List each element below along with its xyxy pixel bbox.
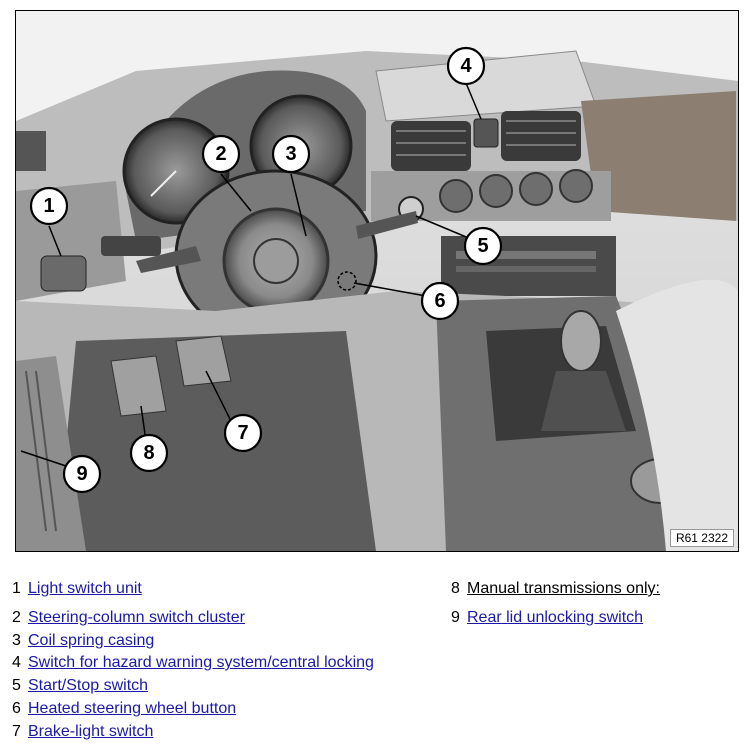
manual-transmissions-note: Manual transmissions only: <box>467 580 660 597</box>
link-rear-lid-unlocking-switch[interactable]: Rear lid unlocking switch <box>467 609 644 626</box>
callout-4: 4 <box>446 46 486 86</box>
figure-id: R61 2322 <box>669 529 734 547</box>
svg-text:9: 9 <box>76 463 87 485</box>
callout-5: 5 <box>463 226 503 266</box>
link-light-switch-unit[interactable]: Light switch unit <box>28 580 142 597</box>
link-brake-light-switch[interactable]: Brake-light switch <box>28 723 154 740</box>
dashboard-figure: 1 2 3 4 5 6 7 8 9 R61 2322 <box>15 10 739 552</box>
link-start-stop-switch[interactable]: Start/Stop switch <box>28 677 149 694</box>
svg-text:7: 7 <box>237 422 248 444</box>
callout-1: 1 <box>29 186 69 226</box>
link-hazard-central-locking-switch[interactable]: Switch for hazard warning system/central… <box>28 654 374 671</box>
svg-text:6: 6 <box>434 290 445 312</box>
svg-text:3: 3 <box>285 143 296 165</box>
link-steering-column-switch-cluster[interactable]: Steering-column switch cluster <box>28 609 245 626</box>
dashboard-illustration: 1 2 3 4 5 6 7 8 9 <box>16 11 738 551</box>
svg-text:1: 1 <box>43 195 54 217</box>
link-heated-steering-wheel-button[interactable]: Heated steering wheel button <box>28 700 237 717</box>
callout-3: 3 <box>271 134 311 174</box>
callout-7: 7 <box>223 413 263 453</box>
callout-2: 2 <box>201 134 241 174</box>
callout-8: 8 <box>129 433 169 473</box>
svg-text:4: 4 <box>460 55 472 77</box>
svg-text:8: 8 <box>143 442 154 464</box>
svg-text:2: 2 <box>215 143 226 165</box>
link-coil-spring-casing[interactable]: Coil spring casing <box>28 632 155 649</box>
svg-text:5: 5 <box>477 235 488 257</box>
callout-9: 9 <box>62 454 102 494</box>
callout-6: 6 <box>420 281 460 321</box>
